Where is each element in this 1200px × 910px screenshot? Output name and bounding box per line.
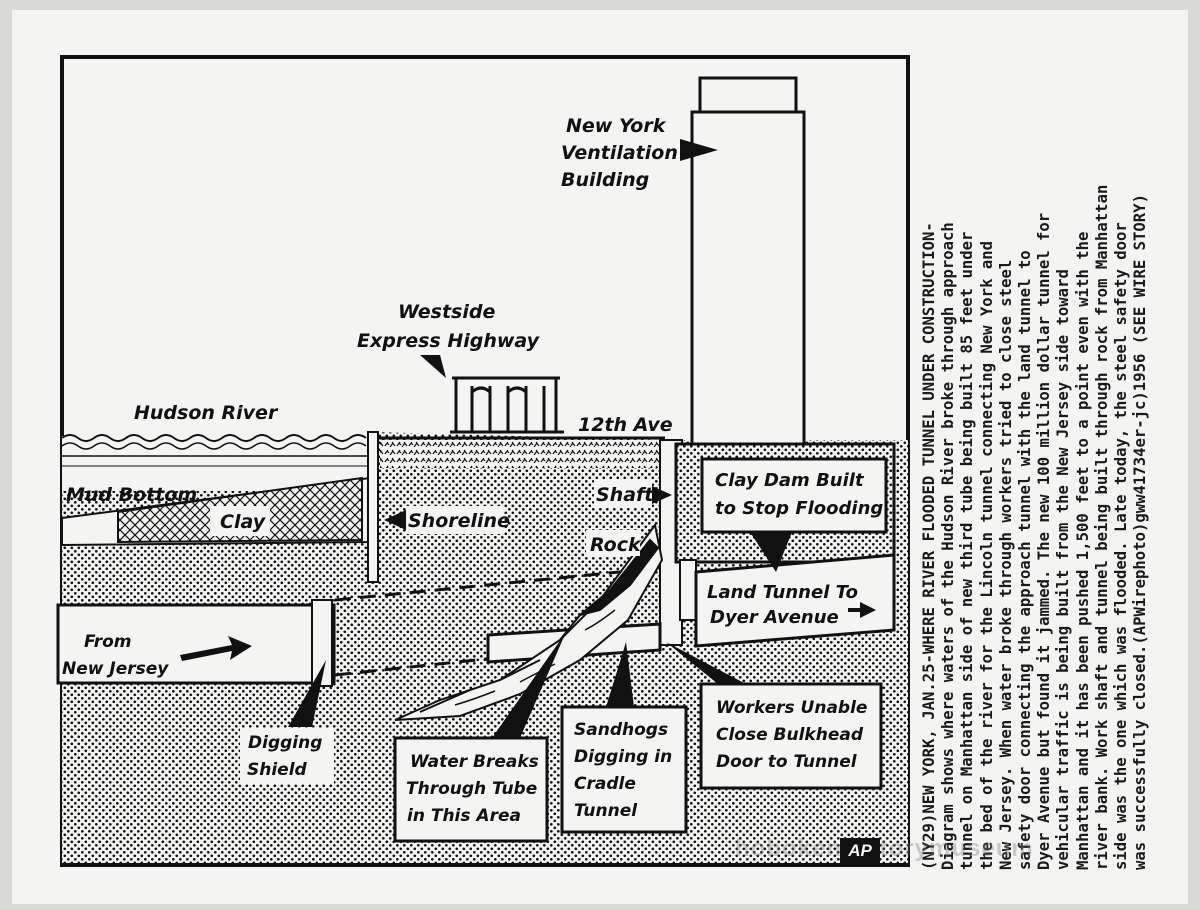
svg-text:Clay Dam Built: Clay Dam Built [715, 470, 865, 491]
svg-text:Land Tunnel To: Land Tunnel To [707, 582, 858, 603]
caption-line: New Jersey. When water broke through wor… [996, 259, 1015, 870]
caption-line: Dyer Avenue but found it jammed. The new… [1035, 212, 1054, 870]
shaft-opening [679, 559, 697, 621]
digging-shield-plate [311, 599, 333, 687]
svg-text:Workers Unable: Workers Unable [716, 698, 867, 718]
arrow-icon [492, 632, 566, 738]
label-digging-shield: Digging Shield [240, 660, 334, 784]
label-hudson-river: Hudson River [134, 402, 279, 424]
svg-text:Rock: Rock [590, 534, 642, 556]
arrow-icon [750, 532, 792, 572]
svg-text:Express Highway: Express Highway [357, 330, 541, 352]
arrow-icon [288, 660, 326, 727]
label-ventilation-building: New York Ventilation Building [561, 115, 718, 191]
caption-line: Diagram shows where waters of the Hudson… [939, 222, 958, 870]
label-clay-dam: Clay Dam Built to Stop Flooding [700, 457, 888, 572]
label-workers-unable: Workers Unable Close Bulkhead Door to Tu… [666, 642, 883, 790]
svg-text:to Stop Flooding: to Stop Flooding [715, 498, 883, 519]
svg-text:Digging: Digging [248, 733, 322, 753]
svg-text:Close Bulkhead: Close Bulkhead [716, 725, 864, 745]
label-land-tunnel: Land Tunnel To Dyer Avenue [707, 582, 876, 628]
label-mud-bottom: Mud Bottom [66, 484, 197, 506]
label-12th-ave: 12th Ave [578, 414, 673, 436]
label-rock: Rock [586, 530, 642, 556]
label-shaft: Shaft [594, 480, 672, 508]
svg-text:Door to Tunnel: Door to Tunnel [716, 752, 858, 772]
new-jersey-tunnel [56, 603, 336, 685]
svg-text:Digging in: Digging in [574, 747, 672, 767]
caption-line: was successfully closed.(APWirephoto)gww… [1131, 194, 1150, 870]
caption-line: Manhattan and it has been pushed 1,500 f… [1073, 231, 1092, 870]
svg-text:Ventilation: Ventilation [561, 142, 678, 164]
land-tunnel [694, 553, 896, 648]
arrow-from-nj [180, 636, 252, 661]
label-westside-highway: Westside Express Highway [357, 301, 541, 378]
svg-text:Dyer Avenue: Dyer Avenue [710, 607, 839, 628]
watermark: hobokenhistorymuseum [735, 835, 1034, 862]
ap-logo: AP [840, 838, 880, 864]
caption-line: tunnel on Manhattan side of new third tu… [958, 231, 977, 870]
svg-text:Clay: Clay [220, 511, 267, 533]
svg-text:Water Breaks: Water Breaks [410, 752, 539, 772]
ventilation-building-top [698, 76, 798, 116]
caption-line: (NY29)NEW YORK, JAN.25-WHERE RIVER FLOOD… [920, 222, 938, 870]
street-gravel [380, 440, 662, 468]
arrow-icon [666, 642, 746, 684]
svg-text:New York: New York [566, 115, 667, 137]
svg-text:Tunnel: Tunnel [574, 801, 638, 821]
arrow-icon [384, 510, 406, 530]
svg-text:Shoreline: Shoreline [408, 510, 510, 532]
svg-text:Sandhogs: Sandhogs [574, 720, 668, 740]
rock-breakthrough [394, 522, 664, 721]
arrow-icon [420, 355, 446, 378]
caption-line: the bed of the river for the Lincoln tun… [977, 240, 996, 870]
arrow-icon [652, 486, 672, 504]
caption-line: side was the one which was flooded. Late… [1112, 222, 1131, 870]
photo-caption: (NY29)NEW YORK, JAN.25-WHERE RIVER FLOOD… [920, 70, 1160, 870]
arrow-icon [606, 642, 634, 707]
svg-text:Shaft: Shaft [596, 484, 654, 506]
caption-line: vehicular traffic is being built from th… [1054, 269, 1073, 870]
arrow-icon [680, 139, 718, 161]
label-shoreline: Shoreline [384, 506, 510, 534]
label-clay: Clay [210, 506, 270, 536]
westside-highway [450, 376, 564, 434]
svg-text:Westside: Westside [398, 301, 495, 323]
svg-text:Through Tube: Through Tube [406, 779, 537, 799]
river-waves [61, 434, 367, 442]
label-sandhogs: Sandhogs Digging in Cradle Tunnel [560, 642, 688, 834]
caption-line: safety door connecting the approach tunn… [1016, 250, 1035, 870]
svg-text:Building: Building [561, 169, 649, 191]
label-new-jersey: New Jersey [62, 659, 169, 679]
label-from: From [84, 632, 132, 652]
ventilation-building [690, 110, 806, 446]
svg-text:Cradle: Cradle [574, 774, 636, 794]
arrow-icon [848, 602, 876, 618]
caption-line: river bank. Work shaft and tunnel being … [1092, 184, 1111, 870]
svg-text:Shield: Shield [247, 760, 308, 780]
shoreline-bulkhead [367, 431, 379, 583]
svg-text:in This Area: in This Area [407, 806, 521, 826]
label-water-breaks: Water Breaks Through Tube in This Area [393, 632, 566, 843]
